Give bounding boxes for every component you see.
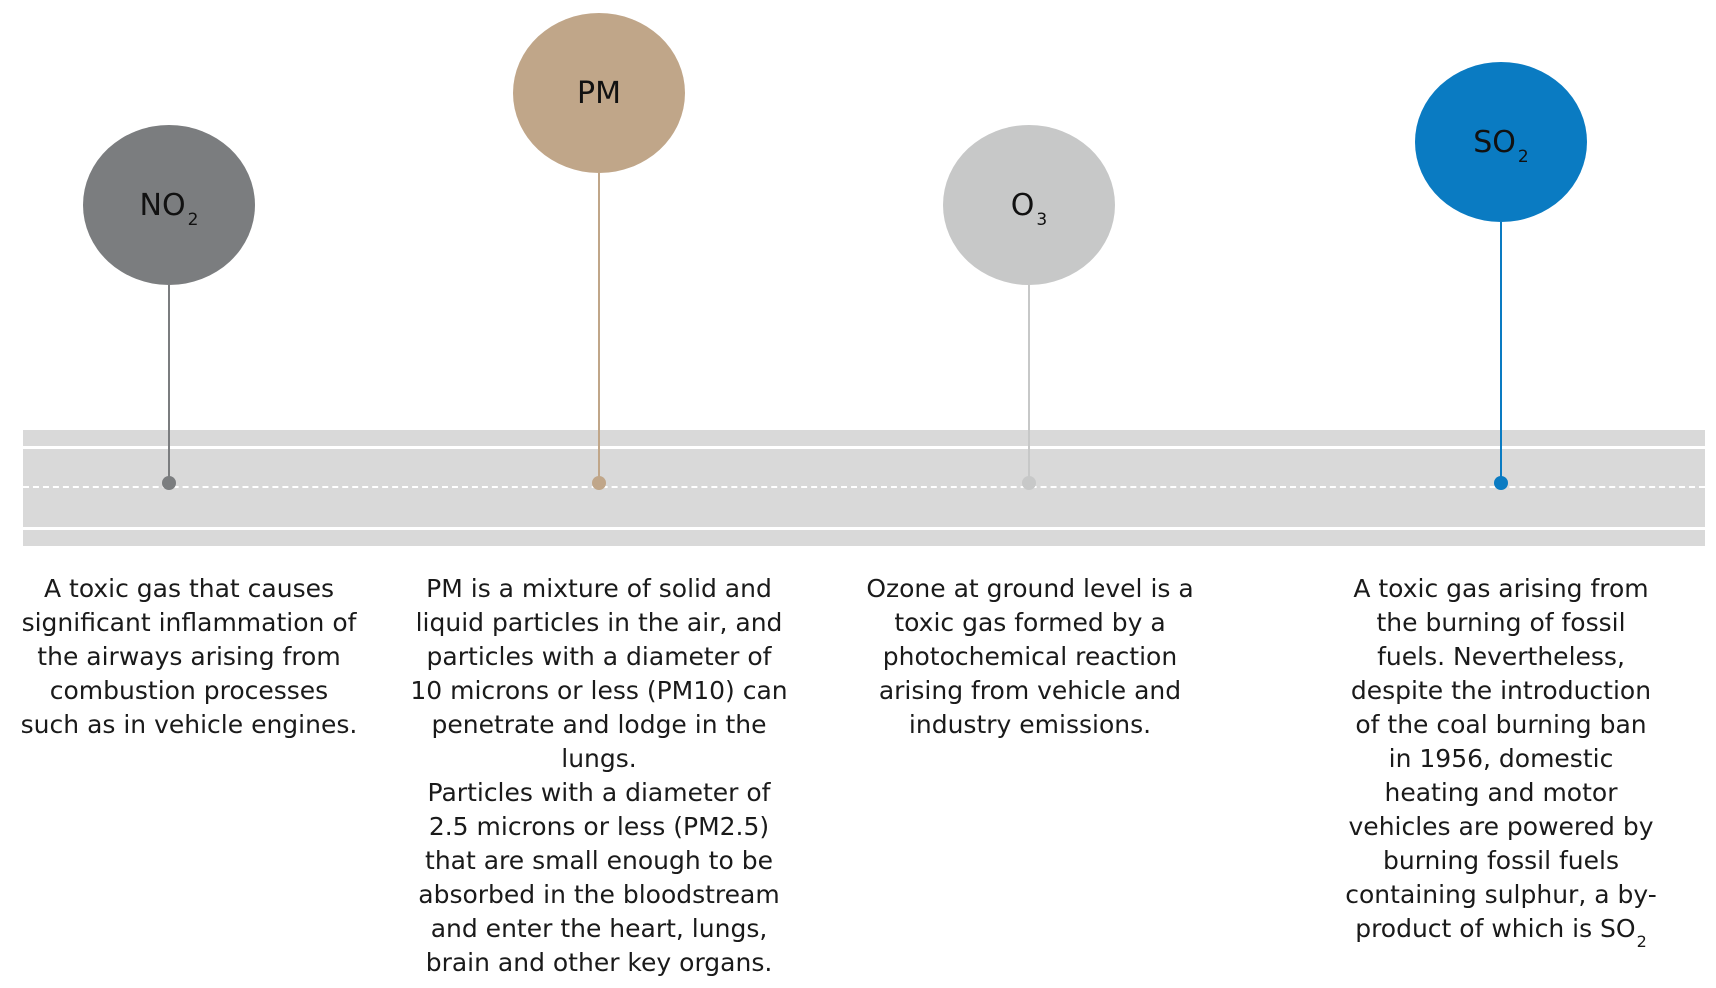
road-edge-line-top [23, 446, 1705, 449]
stem-so2 [1500, 222, 1502, 483]
bubble-pm: PM [513, 13, 685, 173]
description-pm-text-2: Particles with a diameter of 2.5 microns… [418, 778, 780, 977]
description-pm: PM is a mixture of solid and liquid part… [409, 572, 789, 980]
stem-o3 [1028, 285, 1030, 483]
road-center-dashed-line [23, 486, 1705, 488]
subscript-o3: 3 [1036, 210, 1048, 230]
description-o3: Ozone at ground level is a toxic gas for… [865, 572, 1195, 742]
label-o3: O [1010, 187, 1035, 223]
label-so2: SO [1473, 124, 1516, 160]
subscript-no2: 2 [187, 210, 199, 230]
road-edge-line-bottom [23, 527, 1705, 530]
description-so2: A toxic gas arising from the burning of … [1343, 572, 1659, 951]
description-so2-subscript: 2 [1636, 932, 1647, 951]
dot-pm [592, 476, 606, 490]
description-o3-text: Ozone at ground level is a toxic gas for… [866, 574, 1194, 739]
label-no2: NO [139, 187, 186, 223]
dot-so2 [1494, 476, 1508, 490]
stem-no2 [168, 285, 170, 483]
dot-no2 [162, 476, 176, 490]
description-pm-text-1: PM is a mixture of solid and liquid part… [410, 574, 788, 773]
subscript-so2: 2 [1517, 147, 1529, 167]
description-no2-text: A toxic gas that causes significant infl… [20, 574, 358, 739]
description-no2: A toxic gas that causes significant infl… [19, 572, 359, 742]
road-band [23, 430, 1705, 546]
stem-pm [598, 173, 600, 483]
label-pm: PM [577, 75, 621, 111]
dot-o3 [1022, 476, 1036, 490]
description-so2-text: A toxic gas arising from the burning of … [1345, 574, 1657, 943]
